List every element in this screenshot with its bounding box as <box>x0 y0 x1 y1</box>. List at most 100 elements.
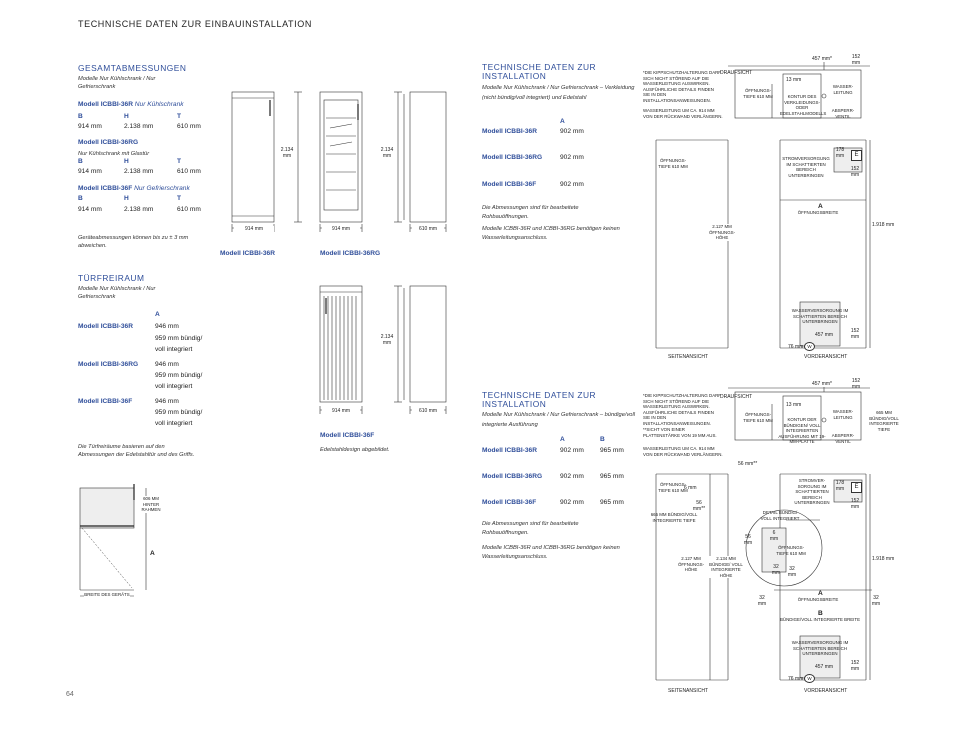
dims-col-h: H <box>124 113 129 120</box>
d1-457b: 457 mm <box>815 332 834 338</box>
d2-152b: 152 mm <box>850 498 860 510</box>
d2-32c: 32 mm <box>757 595 767 607</box>
fig-rg-depth: 610 mm <box>412 226 444 232</box>
dims-b-2: 914 mm <box>78 206 102 213</box>
inst1-note2: Modelle ICBBI-36R und ICBBI-36RG benötig… <box>482 226 620 241</box>
clear-v2-2: 959 mm bündig/ <box>155 409 203 416</box>
clear-v1-2: 946 mm <box>155 398 179 405</box>
fig-f-depth: 610 mm <box>412 408 444 414</box>
inst1-code-1: Modell ICBBI-36RG <box>482 154 543 161</box>
d1-front: VORDERANSICHT <box>804 354 848 360</box>
dims-model-0: Modell ICBBI-36R Nur Kühlschrank <box>78 101 184 108</box>
d2-152c: 152 mm <box>850 660 860 672</box>
page-number: 64 <box>66 691 74 698</box>
d2-6b: 6 mm <box>769 530 779 542</box>
d1-178: 178 mm <box>835 147 845 159</box>
d1-top: DRAUFSICHT <box>720 70 753 76</box>
d1-1918: 1.918 mm <box>872 222 895 228</box>
inst2-b-1: 965 mm <box>600 473 624 480</box>
clear-v3-2: voll integriert <box>155 420 193 427</box>
d2-note-b: WASSERLEITUNG UM CA. 914 MM VON DER RÜCK… <box>643 446 723 457</box>
dims-model-1-desc: Nur Kühlschrank mit Glastür <box>78 151 150 157</box>
fig-f-width: 914 mm <box>322 408 360 414</box>
d2-side: SEITENANSICHT <box>668 688 709 694</box>
dims-col-b-1: B <box>78 158 83 165</box>
inst1-intro: Modelle Nur Kühlschrank / Nur Gefriersch… <box>482 85 635 101</box>
d1-152b: 152 mm <box>850 166 860 178</box>
d2-b: B <box>818 610 823 617</box>
d2-32a: 32 mm <box>771 564 781 576</box>
inst1-code-2: Modell ICBBI-36F <box>482 181 537 188</box>
d1-tiefe2: ÖFFNUNGS-TIEFE 610 mm <box>658 158 688 169</box>
d2-56: 56 mm** <box>738 461 758 467</box>
clear-v3-0: voll integriert <box>155 346 193 353</box>
fig-r-label: Modell ICBBI-36R <box>220 250 275 257</box>
inst1-col-a: A <box>560 118 565 125</box>
inst2-a-0: 902 mm <box>560 447 584 454</box>
d2-hoehe: 2.127 mm ÖFFNUNGS-HÖHE <box>674 556 708 573</box>
d2-hoehe2: 2.134 mm BÜNDIGE/ VOLL INTEGRIERTE HÖHE <box>706 556 746 578</box>
d2-breite: ÖFFNUNGSBREITE <box>797 597 839 602</box>
inst1-title: Technische Daten zur Installation <box>482 62 597 81</box>
inst2-intro: Modelle Nur Kühlschrank / Nur Gefriersch… <box>482 412 636 428</box>
clear-code-2: Modell ICBBI-36F <box>78 398 133 405</box>
d2-6: 6 mm <box>684 485 697 491</box>
dims-h-0: 2.138 mm <box>124 123 154 130</box>
clear-v1-1: 946 mm <box>155 361 179 368</box>
fig-f-note: Edelstahldesign abgebildet. <box>320 447 390 453</box>
clear-col-a: A <box>155 311 160 318</box>
d1-strom: STROMVERSORGUNG IM SCHATTIERTEN BEREICH … <box>782 156 830 178</box>
inst1-a-0: 902 mm <box>560 128 584 135</box>
d2-kontur: KONTUR DER BÜNDIGEN/ VOLL INTEGRIERTEN A… <box>778 417 826 444</box>
clear-title: Türfreiraum <box>78 273 145 283</box>
d2-13: 13 mm <box>786 402 802 408</box>
inst2-title: Technische Daten zur Installation <box>482 390 597 409</box>
d2-detail: DETAIL BÜNDIG/ VOLL INTEGRIERT <box>760 510 800 521</box>
clear-depth-label: 606 mm HINTER RAHMEN <box>136 496 166 513</box>
dims-col-t-2: T <box>177 195 182 202</box>
dims-t-1: 610 mm <box>177 168 201 175</box>
clear-v2-0: 959 mm bündig/ <box>155 335 203 342</box>
d2-bbreite: BÜNDIGE/VOLL INTEGRIERTE BREITE <box>779 617 861 622</box>
d2-absperr: ABSPERR-VENTIL <box>831 433 855 444</box>
dims-intro: Modelle Nur Kühlschrank / Nur Gefriersch… <box>78 76 156 90</box>
d2-32b: 32 mm <box>787 566 797 578</box>
clear-width-label: BREITE DES GERÄTS <box>84 592 130 598</box>
fig-rg-label: Modell ICBBI-36RG <box>320 250 381 257</box>
clear-code-0: Modell ICBBI-36R <box>78 323 133 330</box>
d2-1918: 1.918 mm <box>872 556 895 562</box>
clear-note: Die Türfreiräume basieren auf den Abmess… <box>78 444 195 458</box>
fridge-f-side <box>394 285 447 414</box>
d2-76: 76 mm <box>788 676 804 682</box>
fig-f-label: Modell ICBBI-36F <box>320 432 375 439</box>
fridge-rg-front <box>319 91 363 232</box>
install-diagram-1 <box>655 60 871 349</box>
page-header: Technische Daten zur Einbauinstallation <box>78 19 312 29</box>
dims-note: Geräteabmessungen können bis zu ± 3 mm a… <box>78 235 189 249</box>
dims-col-h-1: H <box>124 158 129 165</box>
dims-b-1: 914 mm <box>78 168 102 175</box>
d1-76: 76 mm <box>788 344 804 350</box>
dims-col-b-2: B <box>78 195 83 202</box>
d1-tiefe: ÖFFNUNGS-TIEFE 610 mm <box>743 88 773 99</box>
d2-top: DRAUFSICHT <box>720 394 753 400</box>
dims-col-t-1: T <box>177 158 182 165</box>
clear-v3-1: voll integriert <box>155 383 193 390</box>
inst2-a-2: 902 mm <box>560 499 584 506</box>
dims-title: Gesamtabmessungen <box>78 63 187 73</box>
inst2-code-2: Modell ICBBI-36F <box>482 499 537 506</box>
clear-v1-0: 946 mm <box>155 323 179 330</box>
d2-a: A <box>818 590 823 597</box>
dims-b-0: 914 mm <box>78 123 102 130</box>
inst2-note1: Die Abmessungen sind für bearbeitete Roh… <box>482 521 579 536</box>
d2-665: 665 mm BÜNDIG/VOLL INTEGRIERTE TIEFE <box>869 410 899 432</box>
fridge-r-front <box>231 91 302 232</box>
d1-hoehe: 2.127 mm ÖFFNUNGS-HÖHE <box>704 224 740 241</box>
d1-wasserv: WASSERVERSORGUNG IM SCHATTIERTEN BEREICH… <box>791 308 849 324</box>
inst2-col-a: A <box>560 436 565 443</box>
d2-note-a: *DIE KIPPSCHUTZHALTERUNG DARF SICH NICHT… <box>643 393 721 426</box>
dims-col-b: B <box>78 113 83 120</box>
d1-a: A <box>818 203 823 210</box>
fridge-rg-side <box>394 91 447 232</box>
d2-strom: STROMVER-SORGUNG IM SCHATTIERTEN BEREICH… <box>794 478 830 505</box>
